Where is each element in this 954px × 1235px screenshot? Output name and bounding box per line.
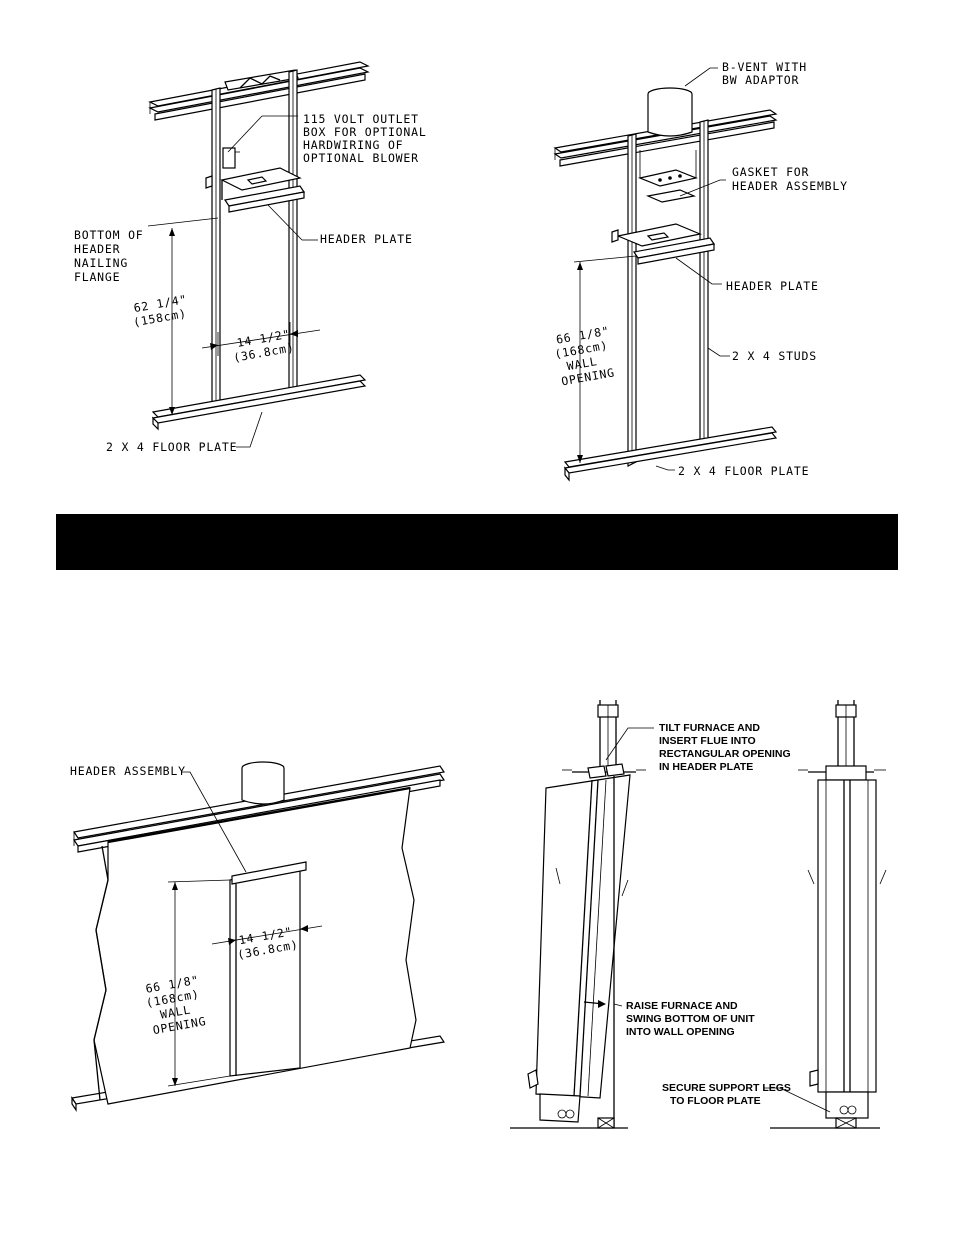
raise-leader <box>613 1003 623 1007</box>
header-plate-leader <box>675 257 722 285</box>
header-plate-label: HEADER PLATE <box>726 279 819 293</box>
studs-label: 2 X 4 STUDS <box>732 349 817 363</box>
outlet-leader <box>227 115 263 153</box>
b-vent-pipe <box>647 87 693 137</box>
bvent-leader <box>684 67 718 87</box>
vent-pipe <box>241 761 285 805</box>
studs <box>211 69 298 411</box>
tilt-leader <box>605 727 654 761</box>
height-dimension <box>167 879 231 1087</box>
floor-plate <box>563 426 778 482</box>
figure-framing-header: 115 VOLT OUTLET BOX FOR OPTIONAL HARDWIR… <box>74 61 434 454</box>
wall-opening <box>229 861 307 1077</box>
tilt-label: TILT FURNACE AND INSERT FLUE INTO RECTAN… <box>659 722 794 773</box>
secure-leader <box>764 1087 831 1113</box>
figure-framing-bvent: B-VENT WITH BW ADAPTOR GASKET FOR HEADER… <box>551 60 848 482</box>
floor-plate-label: 2 X 4 FLOOR PLATE <box>106 440 237 454</box>
header-plate-label: HEADER PLATE <box>320 232 413 246</box>
bvent-label: B-VENT WITH BW ADAPTOR <box>722 60 815 87</box>
width-dimension <box>211 925 323 945</box>
gasket-assembly <box>637 150 699 203</box>
floor-plate <box>151 374 367 431</box>
header-assembly-leader <box>182 771 247 873</box>
secure-label: SECURE SUPPORT LEGS TO FLOOR PLATE <box>662 1082 794 1107</box>
section-banner <box>56 514 898 570</box>
figure-furnace-install: TILT FURNACE AND INSERT FLUE INTO RECTAN… <box>510 700 887 1129</box>
header-assembly <box>611 223 716 265</box>
height-dimension <box>147 217 321 415</box>
floor-plate-leader <box>655 465 675 471</box>
upright-furnace <box>770 700 887 1129</box>
raise-label: RAISE FURNACE AND SWING BOTTOM OF UNIT I… <box>626 1000 758 1038</box>
gasket-leader <box>679 179 726 197</box>
outlet-box <box>205 147 240 189</box>
height-dimension-label: 62 1/4" (158cm) <box>130 291 199 330</box>
figure-finished-wall: HEADER ASSEMBLY 14 1/2" (36.8cm) 66 1/8"… <box>70 761 446 1112</box>
height-dimension <box>573 255 637 463</box>
bottom-of-header-label: BOTTOM OF HEADER NAILING FLANGE <box>74 228 151 284</box>
header-assembly-label: HEADER ASSEMBLY <box>70 764 186 778</box>
tilted-furnace <box>510 700 646 1129</box>
floor-plate-label: 2 X 4 FLOOR PLATE <box>678 464 809 478</box>
header-assembly <box>220 167 306 213</box>
top-plate <box>148 61 370 121</box>
outlet-label: 115 VOLT OUTLET BOX FOR OPTIONAL HARDWIR… <box>303 112 434 165</box>
header-plate-leader <box>267 204 303 241</box>
gasket-label: GASKET FOR HEADER ASSEMBLY <box>732 165 848 193</box>
studs-leader <box>707 347 730 357</box>
height-dimension-label: 66 1/8" (168cm) WALL OPENING <box>551 322 626 389</box>
height-dimension-label: 66 1/8" (168cm) WALL OPENING <box>142 971 215 1037</box>
floor-plate-leader <box>236 411 263 448</box>
